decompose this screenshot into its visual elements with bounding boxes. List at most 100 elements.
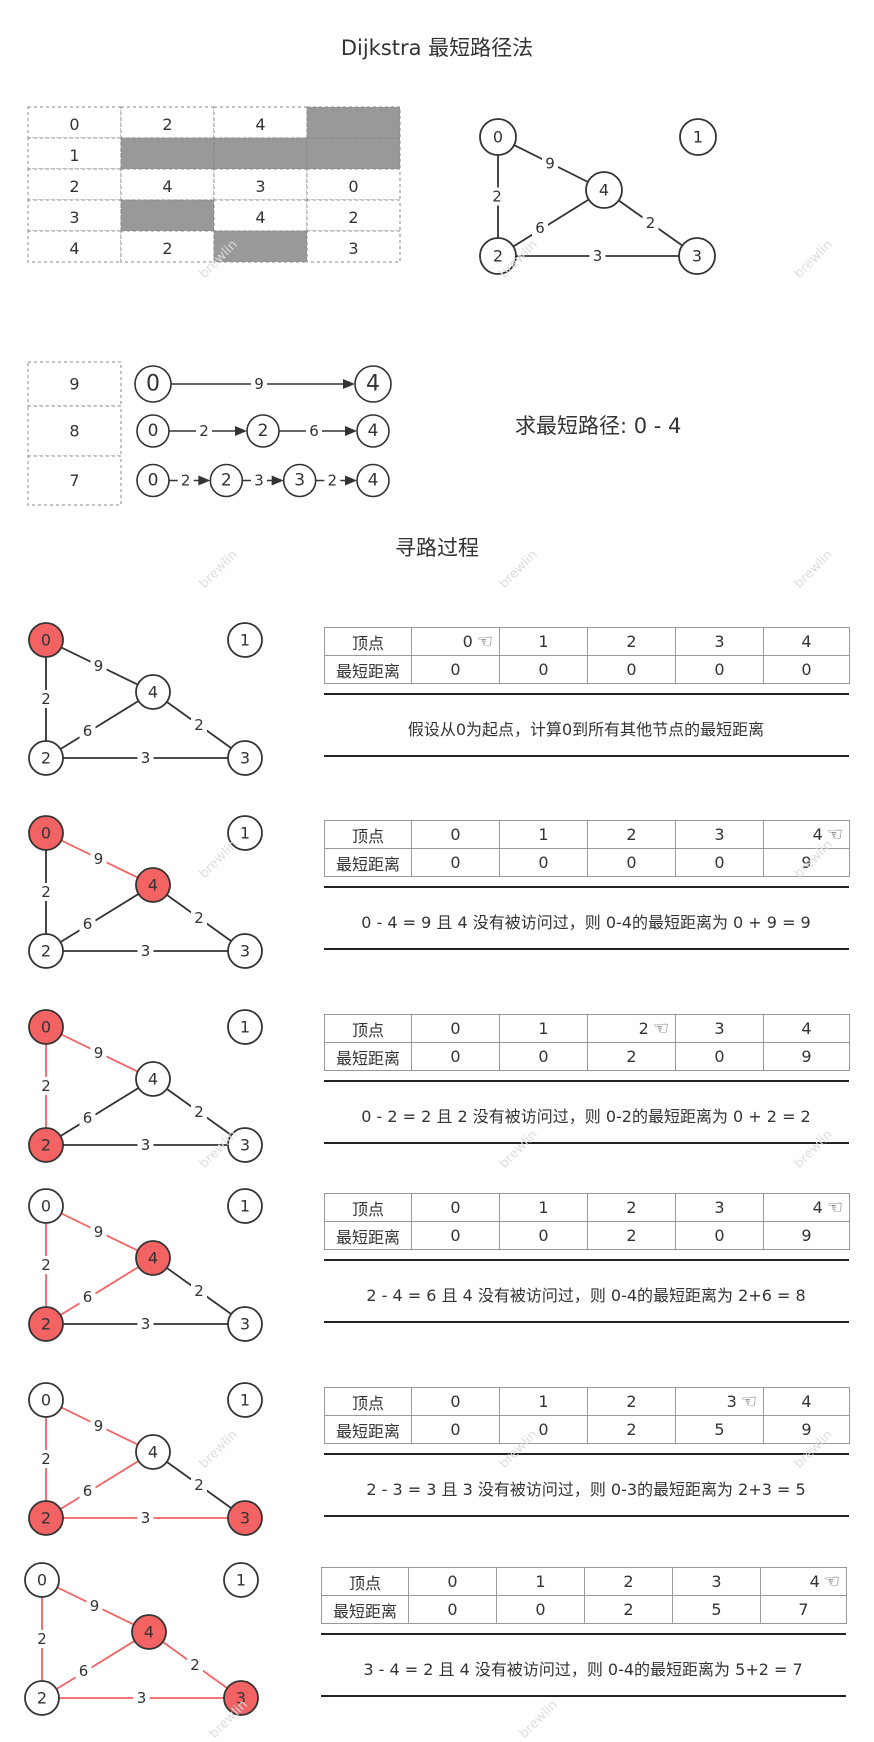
graph-node-label: 3: [240, 1315, 250, 1334]
distance-cell: 0: [496, 1595, 585, 1624]
vertex-cell: 2: [587, 1193, 676, 1222]
path-cost-value: 7: [69, 471, 79, 490]
edge-weight-bg: [34, 1630, 50, 1648]
path-weight-label: 2: [181, 472, 191, 490]
vertex-label: 1: [538, 825, 549, 844]
path-cost-value: 8: [69, 422, 79, 441]
graph-node: [135, 867, 171, 903]
graph-node: [28, 622, 64, 658]
adjacency-cell: [306, 106, 401, 139]
path-arrow-head: [345, 475, 357, 486]
adjacency-cell: [120, 199, 215, 232]
vertex-label: 3: [726, 1392, 737, 1411]
edge-weight-bg: [86, 1597, 103, 1615]
path-node-label: 0: [148, 471, 159, 491]
graph-node: [28, 1382, 64, 1418]
graph-node-label: 0: [41, 824, 51, 843]
vertex-cell: 3: [675, 820, 764, 849]
distance-cell: 2: [587, 1221, 676, 1250]
vertex-cell: 4☜: [763, 820, 850, 849]
path-node: [354, 365, 392, 403]
vertex-label: 1: [538, 1198, 549, 1217]
distance-cell: 2: [587, 1042, 676, 1071]
path-node: [356, 414, 390, 448]
distance-cell: 0: [411, 848, 500, 877]
graph-node: [227, 1127, 263, 1163]
vertex-cell: 3☜: [675, 1387, 764, 1416]
graph-node-label: 4: [148, 1070, 158, 1089]
page-title: Dijkstra 最短路径法: [340, 36, 534, 60]
distance-header: 最短距离: [324, 655, 412, 684]
graph-node: [223, 1562, 259, 1598]
vertex-cell: 4: [763, 627, 850, 656]
vertex-label: 2: [623, 1572, 634, 1591]
edge-weight-label: 9: [545, 155, 555, 173]
edge-weight-bg: [38, 690, 54, 708]
note-top-rule: [321, 1633, 846, 1635]
graph-node-label: 2: [41, 1136, 51, 1155]
edge-weight-label: 2: [194, 909, 204, 927]
vertex-cell: 0: [411, 820, 500, 849]
adjacency-cell: [306, 137, 401, 170]
edge-weight-bg: [90, 850, 107, 868]
edge-weight-bg: [191, 1476, 207, 1494]
adjacency-cell: [27, 137, 122, 170]
note-bottom-rule: [324, 948, 849, 950]
pointing-hand-icon: ☜: [826, 824, 843, 845]
adjacency-cell-value: 3: [348, 239, 358, 258]
edge-weight-label: 2: [41, 1450, 51, 1468]
graph-node-label: 1: [240, 631, 250, 650]
graph-node-label: 2: [41, 1509, 51, 1528]
adjacency-cell-value: 4: [255, 115, 265, 134]
graph-node: [227, 622, 263, 658]
edge-weight-bg: [589, 247, 606, 265]
vertex-label: 4: [801, 1392, 812, 1411]
distance-header: 最短距离: [324, 1221, 412, 1250]
distance-cell: 0: [675, 655, 764, 684]
vertex-cell: 2: [587, 1387, 676, 1416]
graph-node-label: 3: [240, 1136, 250, 1155]
edge-weight-bg: [79, 1288, 96, 1306]
graph-node: [28, 1306, 64, 1342]
graph-node-label: 4: [599, 181, 609, 200]
note-top-rule: [324, 1259, 849, 1261]
graph-node-label: 3: [692, 247, 702, 266]
note-top-rule: [324, 1453, 849, 1455]
edge-weight-label: 3: [593, 247, 603, 265]
distance-cell: 0: [675, 848, 764, 877]
adjacency-cell: [306, 230, 401, 263]
graph-node: [227, 1188, 263, 1224]
graph-node: [227, 1382, 263, 1418]
graph-edge: [45, 691, 154, 759]
edge-weight-label: 6: [83, 722, 93, 740]
path-cost-cell: [27, 405, 122, 457]
edge-weight-bg: [137, 942, 154, 960]
edge-weight-bg: [187, 1656, 203, 1674]
graph-node-label: 1: [240, 1197, 250, 1216]
distance-cell: 9: [763, 848, 850, 877]
pointing-hand-icon: ☜: [740, 1391, 757, 1412]
pointing-hand-icon: ☜: [652, 1018, 669, 1039]
graph-node: [28, 1127, 64, 1163]
vertex-label: 1: [535, 1572, 546, 1591]
edge-weight-label: 3: [141, 1315, 151, 1333]
edge-weight-label: 6: [79, 1662, 89, 1680]
pointing-hand-icon: ☜: [826, 1197, 843, 1218]
distance-cell: 9: [763, 1221, 850, 1250]
vertex-cell: 4☜: [763, 1193, 850, 1222]
path-cost-cell: [27, 455, 122, 506]
edge-weight-label: 6: [83, 1482, 93, 1500]
step-note: 2 - 3 = 3 且 3 没有被访问过，则 0-3的最短距离为 2+3 = 5: [366, 1480, 806, 1499]
distance-cell: 2: [587, 1415, 676, 1444]
path-node: [356, 463, 390, 498]
adjacency-cell-value: 4: [255, 208, 265, 227]
adjacency-cell-value: 2: [162, 239, 172, 258]
graph-node-label: 4: [144, 1623, 154, 1642]
edge-weight-bg: [38, 1077, 54, 1095]
distance-cell: 0: [499, 1221, 588, 1250]
vertex-cell: 1: [496, 1567, 585, 1596]
graph-node-label: 0: [41, 631, 51, 650]
